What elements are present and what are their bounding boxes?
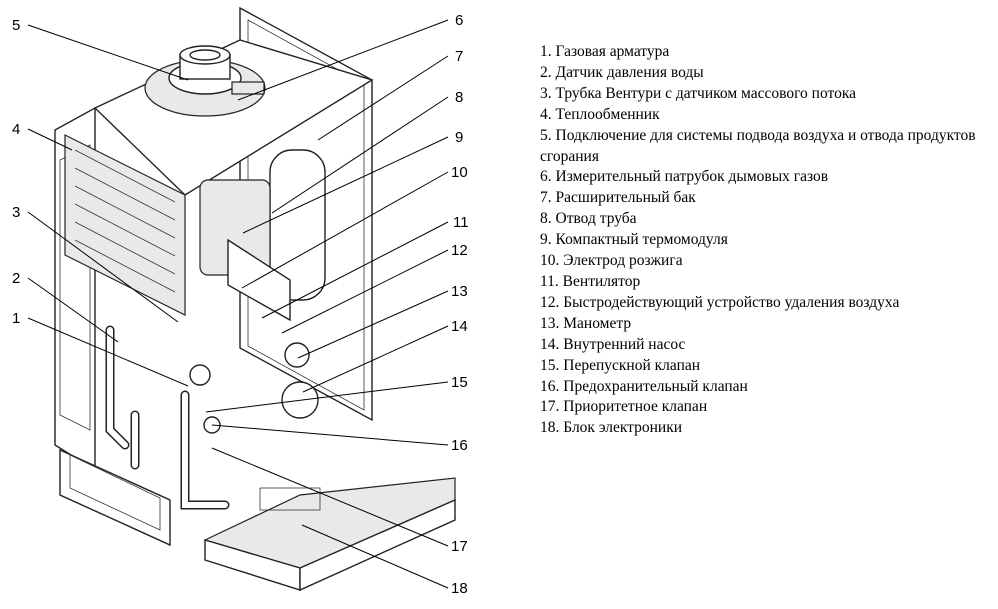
legend-item: 12. Быстродействующий устройство удалени… (540, 293, 900, 311)
legend-item: 4. Теплообменник (540, 105, 660, 123)
legend-item: 6. Измерительный патрубок дымовых газов (540, 168, 829, 186)
legend-item: 17. Приоритетное клапан (540, 398, 708, 416)
leader-line-5 (27, 24, 189, 81)
leader-line-13 (297, 290, 449, 359)
leader-line-7 (317, 55, 449, 141)
leader-line-17 (211, 447, 449, 547)
legend-item: 10. Электрод розжига (540, 252, 683, 270)
leader-line-1 (27, 317, 189, 387)
legend-item: 16. Предохранительный клапан (540, 377, 748, 395)
callout-number-8: 8 (455, 89, 463, 106)
legend-item: 13. Манометр (540, 314, 632, 332)
callout-number-1: 1 (12, 310, 20, 327)
callout-number-13: 13 (451, 283, 468, 300)
leader-line-10 (241, 171, 449, 289)
leader-line-2 (27, 277, 119, 343)
legend-item: 14. Внутренний насос (540, 335, 686, 353)
leader-line-4 (27, 128, 73, 151)
leader-line-12 (281, 249, 449, 334)
callout-lines (27, 19, 449, 589)
legend-item: 7. Расширительный бак (540, 189, 696, 207)
leader-line-15 (205, 381, 449, 413)
callout-number-3: 3 (12, 204, 20, 221)
legend-item: 8. Отвод труба (540, 210, 637, 228)
callout-number-15: 15 (451, 374, 468, 391)
callout-number-4: 4 (12, 121, 20, 138)
legend-item: 9. Компактный термомодуля (540, 231, 728, 249)
legend-item: 15. Перепускной клапан (540, 356, 701, 374)
leader-line-18 (301, 524, 449, 589)
leader-line-3 (27, 211, 179, 323)
callout-number-7: 7 (455, 48, 463, 65)
leader-line-14 (302, 325, 449, 393)
callout-number-17: 17 (451, 538, 468, 555)
callout-number-16: 16 (451, 437, 468, 454)
legend-item: 1. Газовая арматура (540, 43, 670, 60)
leader-line-6 (237, 19, 449, 101)
callout-number-5: 5 (12, 17, 20, 34)
callout-number-14: 14 (451, 318, 468, 335)
legend-item: 2. Датчик давления воды (540, 63, 704, 81)
callout-number-12: 12 (451, 242, 468, 259)
leader-line-16 (211, 424, 449, 446)
leader-line-8 (271, 96, 449, 214)
callout-number-18: 18 (451, 580, 468, 597)
callout-numbers: 1 2 3 4 5 6 7 8 9 10 11 12 13 14 15 16 1… (12, 12, 469, 597)
legend-item: 3. Трубка Вентури с датчиком массового п… (540, 84, 857, 102)
callout-number-9: 9 (455, 129, 463, 146)
legend-item: 18. Блок электроники (540, 419, 683, 437)
leader-line-11 (261, 221, 449, 319)
callout-number-10: 10 (451, 164, 468, 181)
callout-number-11: 11 (453, 214, 469, 231)
legend-item: 11. Вентилятор (540, 272, 641, 290)
parts-legend: 1. Газовая арматура 2. Датчик давления в… (540, 42, 990, 439)
callout-number-2: 2 (12, 270, 20, 287)
callout-number-6: 6 (455, 12, 463, 29)
legend-item: 5. Подключение для системы подвода возду… (540, 126, 976, 165)
boiler-illustration (54, 6, 456, 592)
leader-line-9 (242, 136, 449, 234)
